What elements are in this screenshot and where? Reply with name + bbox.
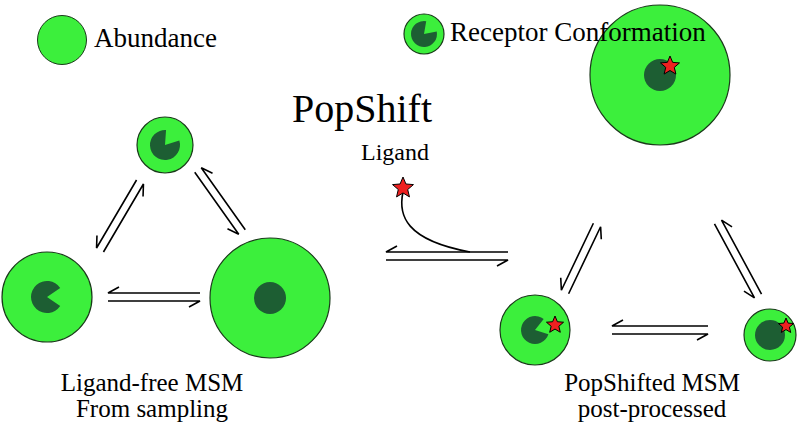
legend-swatch — [37, 15, 87, 65]
forward-arrow — [612, 334, 708, 340]
abundance-circle — [210, 238, 330, 358]
ligand-label: Ligand — [361, 140, 429, 165]
legend-sample — [404, 14, 444, 54]
ligand-star — [393, 177, 414, 197]
abundance-circle — [404, 14, 444, 54]
forward-arrow — [108, 301, 200, 307]
legend-text: Receptor Conformation — [450, 18, 706, 46]
ligand-path — [402, 192, 470, 252]
abundance-circle — [2, 252, 92, 342]
forward-arrow — [386, 260, 508, 266]
receptor-open — [31, 281, 60, 313]
title: PopShift — [292, 88, 432, 130]
reverse-arrow — [612, 320, 708, 326]
ligand-star — [546, 316, 563, 332]
reverse-arrow — [201, 168, 245, 230]
receptor-open — [521, 316, 548, 344]
msm-caption: Ligand-free MSM From sampling — [45, 370, 260, 423]
abundance-circle — [744, 309, 796, 361]
forward-arrow — [569, 227, 602, 294]
ligand-star — [660, 56, 679, 74]
msm-caption: PopShifted MSM post-processed — [545, 370, 760, 423]
abundance-circle — [500, 295, 570, 365]
forward-arrow — [714, 224, 754, 298]
reverse-arrow — [561, 223, 594, 290]
receptor-open — [411, 21, 437, 47]
forward-arrow — [103, 184, 143, 252]
legend-text: Abundance — [94, 24, 217, 52]
receptor-closed — [254, 282, 286, 314]
reverse-arrow — [722, 220, 762, 294]
reverse-arrow — [97, 180, 137, 248]
ligand-star — [778, 318, 793, 332]
abundance-circle — [137, 117, 193, 173]
receptor-open — [150, 130, 180, 160]
forward-arrow — [195, 172, 239, 234]
reverse-arrow — [108, 287, 200, 293]
